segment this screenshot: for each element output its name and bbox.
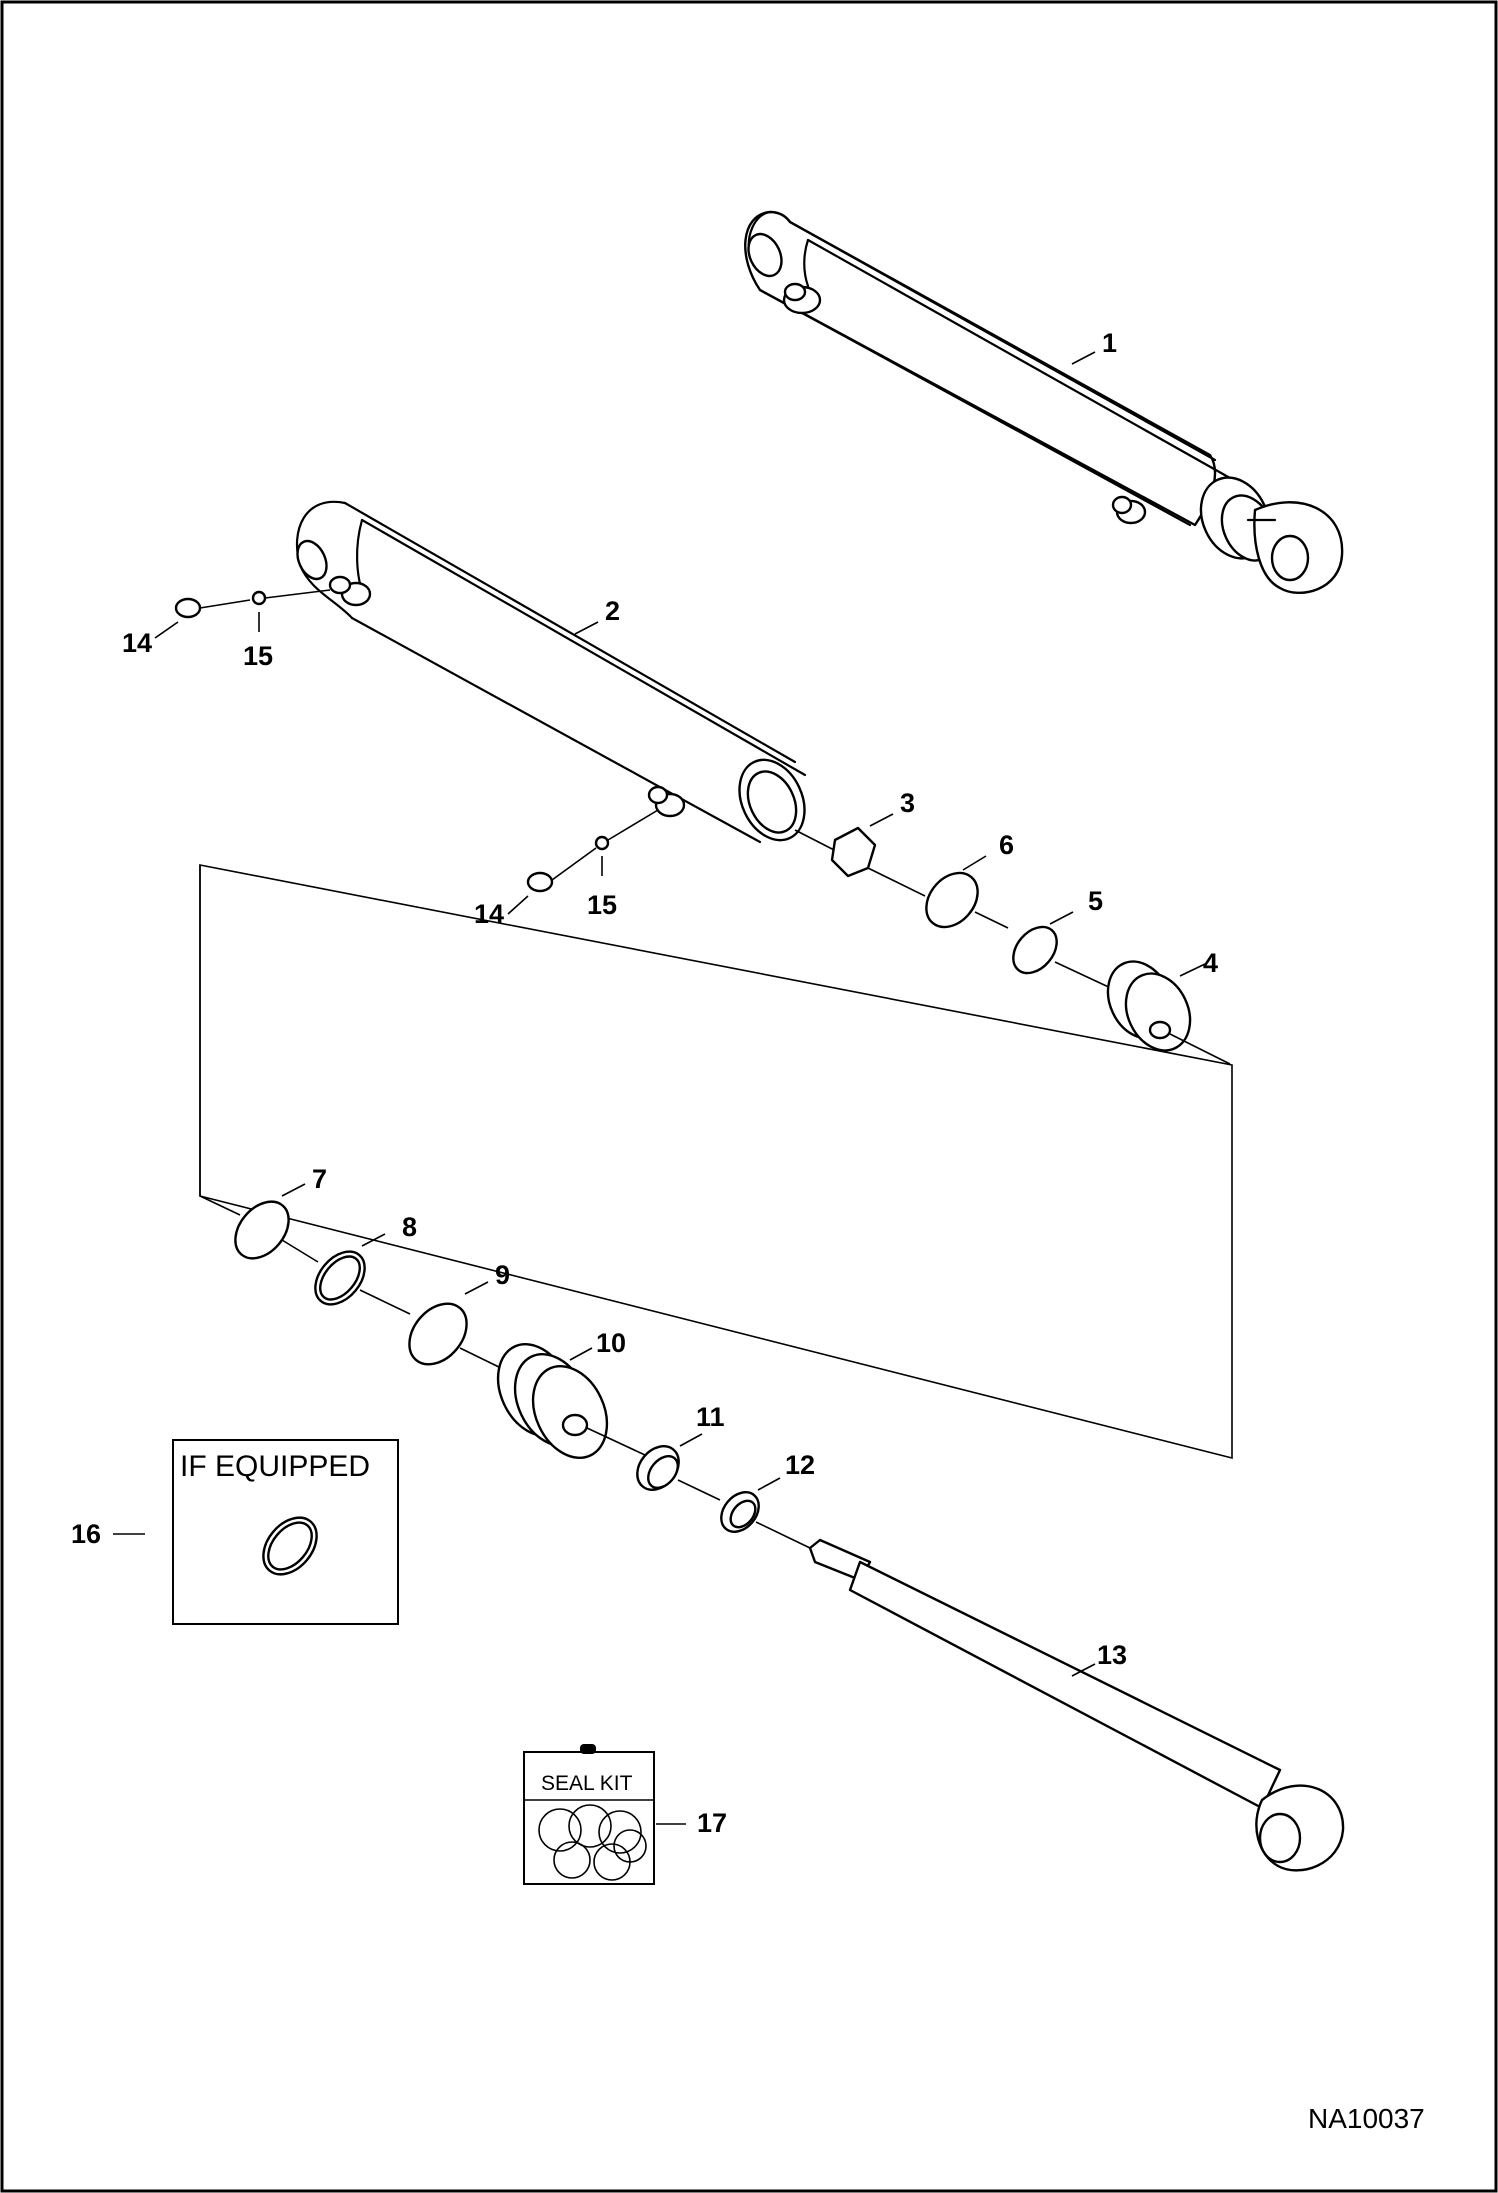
callout-14-lower: 14	[474, 899, 504, 929]
assembly-frame	[199, 864, 1233, 1460]
seal-kit-label: SEAL KIT	[541, 1772, 633, 1795]
cylinder-head	[496, 1342, 646, 1460]
callout-6: 6	[999, 830, 1014, 860]
callout-13: 13	[1097, 1640, 1127, 1670]
callout-17: 17	[697, 1808, 727, 1838]
callout-4: 4	[1203, 948, 1218, 978]
callout-16: 16	[71, 1519, 101, 1549]
leader-lines	[113, 351, 1206, 1825]
drawing-reference: NA10037	[1308, 2103, 1425, 2134]
callout-5: 5	[1088, 886, 1103, 916]
seal-kit-box: SEAL KIT	[523, 1744, 655, 1885]
callout-15-lower: 15	[587, 890, 617, 920]
cylinder-barrel	[174, 500, 807, 893]
if-equipped-box: IF EQUIPPED	[172, 1439, 399, 1625]
if-equipped-label: IF EQUIPPED	[180, 1450, 370, 1483]
callout-11: 11	[696, 1402, 725, 1432]
callout-8: 8	[402, 1212, 417, 1242]
callout-14-upper: 14	[122, 628, 152, 658]
callout-3: 3	[900, 788, 915, 818]
callout-7: 7	[312, 1164, 327, 1194]
callout-1: 1	[1102, 328, 1117, 358]
piston	[1106, 960, 1231, 1065]
nut-and-seals	[794, 826, 1116, 991]
assembled-cylinder	[744, 210, 1344, 594]
callout-9: 9	[495, 1260, 510, 1290]
callout-labels: 1 2 3 4 5 6 7 8 9 10 11 12 13 14 15 14 1…	[71, 328, 1218, 1838]
callout-12: 12	[785, 1450, 815, 1480]
wiper-and-ring	[636, 1445, 811, 1549]
rod-seals	[199, 1195, 506, 1371]
callout-2: 2	[605, 596, 620, 626]
callout-10: 10	[596, 1328, 626, 1358]
callout-15-upper: 15	[243, 641, 273, 671]
piston-rod	[808, 1538, 1345, 1872]
